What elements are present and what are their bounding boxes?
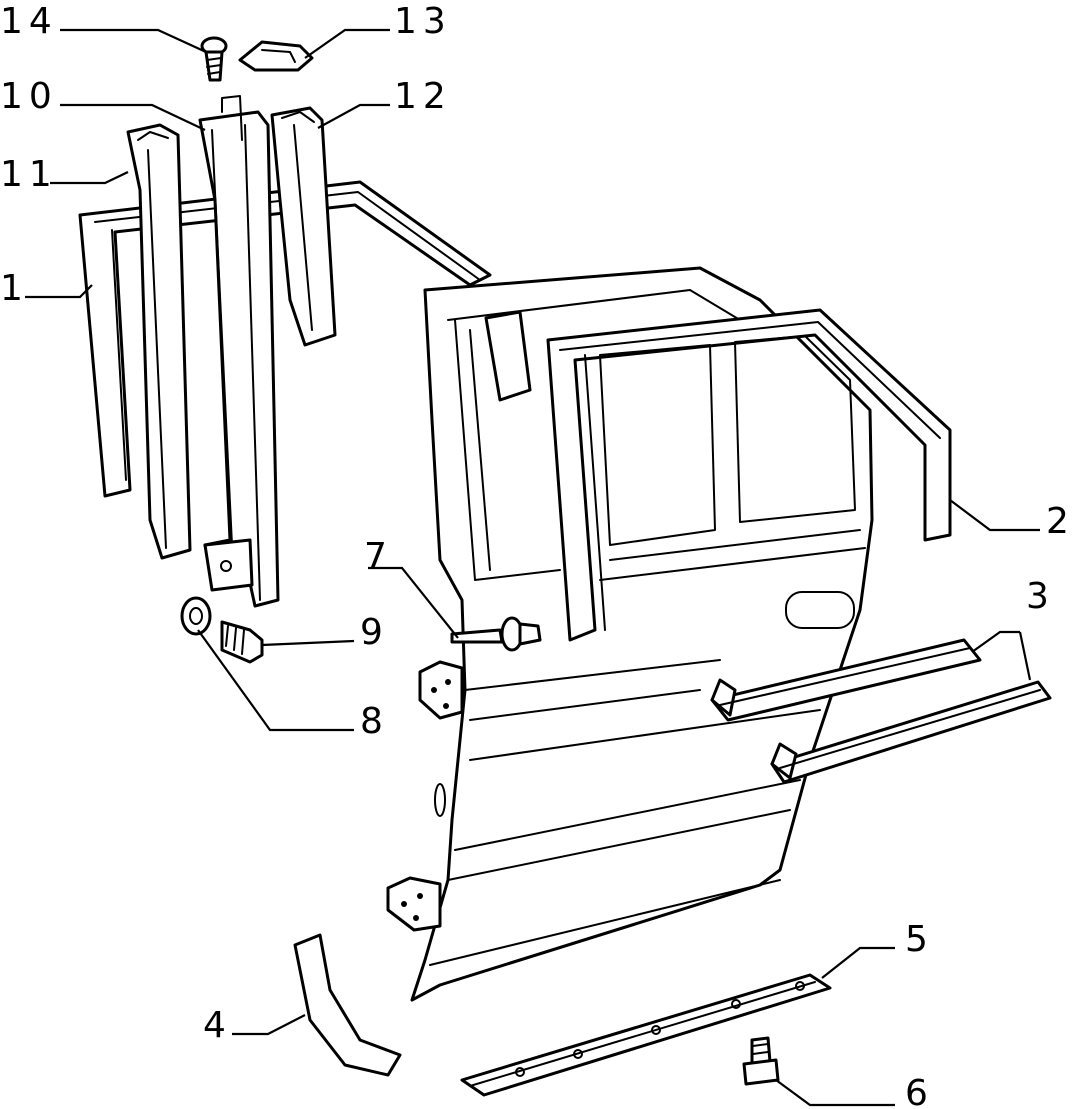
callout-1: 1	[0, 268, 29, 309]
callout-12: 12	[394, 76, 452, 117]
part-11-channel	[126, 123, 192, 560]
callout-6: 6	[905, 1073, 934, 1109]
door-panel	[386, 266, 874, 1002]
callout-4: 4	[203, 1005, 232, 1046]
part-6-fastener	[742, 1036, 780, 1086]
part-13-clip	[238, 40, 314, 72]
part-5-sill-strip	[460, 973, 832, 1097]
callout-3: 3	[1026, 576, 1055, 617]
callout-10: 10	[0, 76, 58, 117]
part-10-guide-channel	[198, 95, 280, 608]
part-7-pin	[450, 616, 542, 652]
frame-corner-seal	[484, 310, 532, 402]
part-9-bolt	[220, 620, 264, 664]
callout-2: 2	[1046, 501, 1075, 542]
callout-5: 5	[905, 919, 934, 960]
part-8-washer	[180, 596, 212, 636]
lower-hinge	[386, 876, 442, 932]
channel-bracket	[203, 538, 254, 592]
callout-7: 7	[364, 536, 393, 577]
callout-14: 14	[0, 1, 58, 42]
part-12-vertical-seal	[270, 106, 337, 347]
part-1-frame-seal	[78, 180, 492, 498]
part-14-screw	[200, 36, 228, 82]
callout-11: 11	[0, 154, 58, 195]
part-4-curved-seal	[293, 933, 402, 1077]
callout-8: 8	[360, 701, 389, 742]
callout-13: 13	[394, 1, 452, 42]
door-handle-recess	[785, 591, 855, 629]
leader-lines	[25, 28, 1040, 1107]
upper-hinge	[418, 660, 464, 720]
part-2-window-seal	[546, 308, 952, 642]
callout-9: 9	[360, 612, 389, 653]
part-3-waist-strips	[710, 638, 1052, 784]
